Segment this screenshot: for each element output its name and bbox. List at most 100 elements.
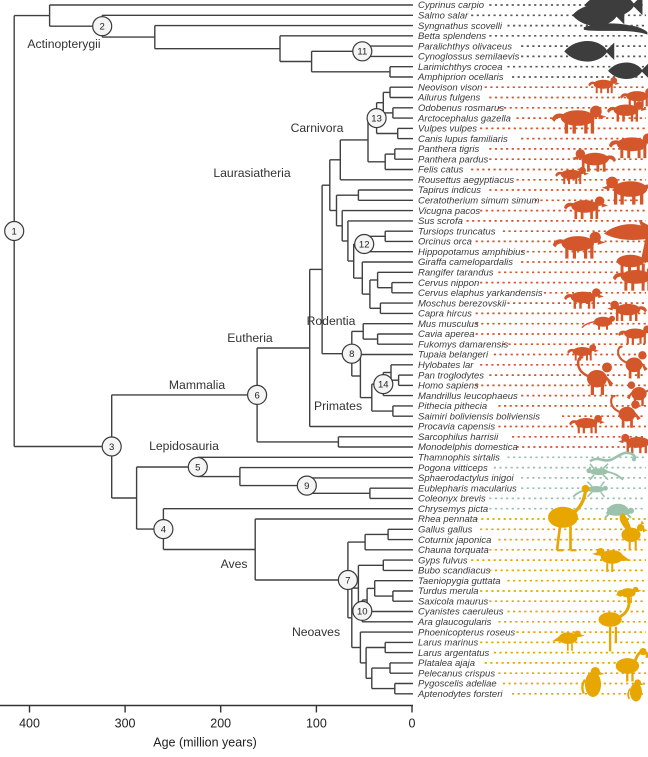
silhouette-ostrich — [548, 484, 590, 552]
species-label: Betta splendens — [418, 31, 486, 42]
species-label: Ceratotherium simum simum — [418, 196, 539, 207]
species-label: Taeniopygia guttata — [418, 576, 501, 587]
species-label: Orcinus orca — [418, 237, 472, 248]
axis-tick-label: 200 — [210, 717, 231, 731]
species-label: Cyprinus carpio — [418, 0, 484, 11]
svg-text:2: 2 — [100, 22, 105, 33]
silhouette-quad — [618, 325, 648, 344]
species-label: Coturnix japonica — [418, 535, 491, 546]
silhouette-turtle — [604, 503, 634, 519]
species-label: Procavia capensis — [418, 422, 495, 433]
species-label: Pelecanus crispus — [418, 668, 495, 679]
node-number-8: 8 — [341, 343, 362, 364]
species-label: Aptenodytes forsteri — [417, 689, 503, 700]
silhouette-penguin — [627, 679, 645, 702]
species-label: Odobenus rosmarus — [418, 103, 504, 114]
species-label: Pygoscelis adeliae — [418, 679, 497, 690]
species-label: Arctocephalus gazella — [417, 113, 511, 124]
svg-text:7: 7 — [345, 575, 350, 586]
species-label: Platalea ajaja — [418, 658, 475, 669]
species-label: Rangifer tarandus — [418, 268, 494, 279]
clade-label: Rodentia — [307, 314, 356, 328]
silhouette-eel — [583, 23, 648, 35]
species-label: Gyps fulvus — [418, 555, 468, 566]
node-number-4: 4 — [153, 518, 174, 540]
species-label: Chrysemys picta — [418, 504, 488, 515]
node-number-3: 3 — [101, 436, 122, 457]
silhouette-quad — [607, 101, 647, 122]
species-label: Larimichthys crocea — [418, 62, 502, 73]
silhouette-snake — [589, 451, 637, 463]
species-label: Sus scrofa — [418, 216, 463, 227]
species-label: Pogona vitticeps — [418, 463, 488, 474]
silhouette-quad — [618, 433, 648, 454]
silhouette-monkey — [610, 395, 641, 428]
species-label: Vicugna pacos — [418, 206, 480, 217]
species-label: Salmo salar — [418, 11, 469, 22]
species-label: Tursiops truncatus — [418, 226, 496, 237]
node-number-13: 13 — [366, 107, 387, 129]
silhouette-quad — [555, 166, 589, 185]
species-label: Canis lupus familiaris — [418, 134, 508, 145]
species-label: Bubo scandiacus — [418, 566, 491, 577]
clade-label: Mammalia — [169, 378, 225, 392]
species-label: Mandrillus leucophaeus — [418, 391, 518, 402]
species-label: Larus argentatus — [418, 648, 490, 659]
axis-title: Age (million years) — [153, 736, 257, 750]
clade-label: Neoaves — [292, 625, 340, 639]
species-label: Larus marinus — [418, 638, 478, 649]
species-label: Amphiprion ocellaris — [417, 72, 504, 83]
silhouette-quad — [563, 196, 609, 219]
species-label: Rousettus aegyptiacus — [418, 175, 514, 186]
svg-text:8: 8 — [349, 349, 354, 360]
svg-text:10: 10 — [357, 606, 368, 617]
species-label: Eublepharis macularius — [418, 483, 517, 494]
species-label: Cervus nippon — [418, 278, 479, 289]
silhouette-lizard — [586, 463, 624, 481]
svg-text:6: 6 — [254, 390, 259, 401]
svg-text:5: 5 — [195, 462, 200, 473]
svg-text:9: 9 — [304, 481, 309, 492]
species-label: Turdus merula — [418, 586, 479, 597]
species-label: Neovison vison — [418, 82, 482, 93]
silhouette-flamingo — [598, 590, 631, 652]
silhouette-quad — [569, 415, 605, 434]
svg-text:13: 13 — [371, 114, 382, 125]
clade-label: Aves — [221, 557, 248, 571]
svg-text:4: 4 — [161, 525, 166, 536]
species-label: Panthera pardus — [418, 154, 488, 165]
clade-label: Primates — [314, 399, 362, 413]
node-number-6: 6 — [247, 384, 268, 405]
silhouette-quad — [620, 88, 648, 107]
node-number-14: 14 — [373, 374, 394, 395]
silhouette-penguin — [581, 667, 605, 697]
species-label: Giraffa camelopardalis — [418, 257, 513, 268]
species-label: Tupaia belangeri — [418, 350, 489, 361]
silhouette-bird — [592, 547, 631, 572]
species-label: Syngnathus scovelli — [418, 21, 503, 32]
species-label: Vulpes vulpes — [418, 124, 477, 135]
species-label: Hylobates lar — [418, 360, 474, 371]
species-label: Cervus elaphus yarkandensis — [418, 288, 543, 299]
species-label: Pan troglodytes — [418, 370, 484, 381]
silhouette-mouse — [581, 315, 615, 330]
species-label: Sphaerodactylus inigoi — [418, 473, 514, 484]
species-label: Rhea pennata — [418, 514, 478, 525]
axis-tick-label: 100 — [306, 717, 327, 731]
species-label: Monodelphis domestica — [418, 442, 518, 453]
silhouette-quad — [588, 77, 620, 94]
clade-label: Eutheria — [227, 331, 273, 345]
node-number-9: 9 — [296, 475, 317, 496]
silhouette-fish — [608, 62, 648, 80]
node-number-1: 1 — [4, 220, 25, 242]
axis-tick-label: 400 — [19, 717, 40, 731]
svg-text:12: 12 — [359, 239, 370, 250]
svg-text:14: 14 — [378, 380, 389, 391]
species-label: Sarcophilus harrisii — [418, 432, 499, 443]
species-label: Saimiri boliviensis boliviensis — [418, 411, 540, 422]
axis-tick-label: 0 — [409, 717, 416, 731]
silhouette-quad — [571, 149, 617, 172]
